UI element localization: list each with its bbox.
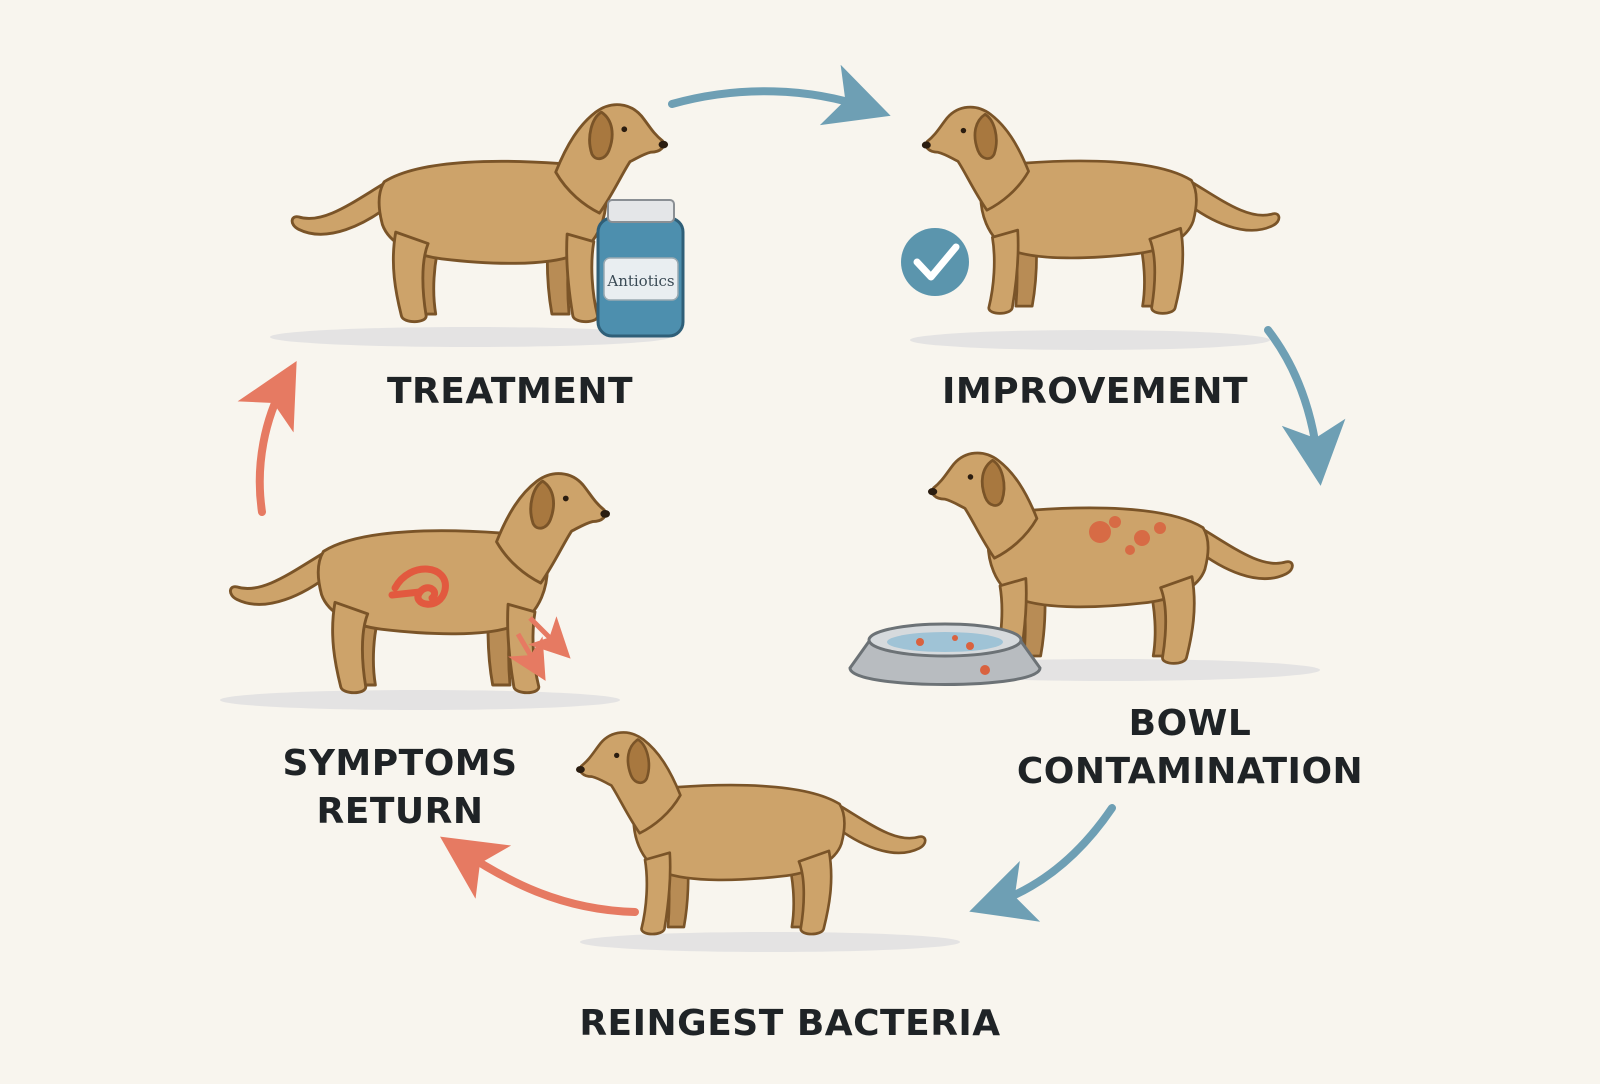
label-improvement: IMPROVEMENT xyxy=(935,368,1255,416)
dog-reingest xyxy=(574,731,927,936)
antibiotics-bottle-icon: Antiotics xyxy=(596,199,685,338)
label-reingest-bacteria: REINGEST BACTERIA xyxy=(560,1000,1020,1048)
label-improvement-text: IMPROVEMENT xyxy=(941,371,1248,412)
label-bowl-line-2: CONTAMINATION xyxy=(1016,751,1364,792)
label-bowl-line-1: BOWL xyxy=(1128,703,1252,744)
label-symptoms-line-2: RETURN xyxy=(316,791,484,832)
discomfort-arrows-icon xyxy=(508,616,571,681)
label-symptoms-line-1: SYMPTOMS xyxy=(282,743,518,784)
arrow-improvement-to-bowl xyxy=(1264,326,1346,486)
stomach-pain-icon xyxy=(388,565,449,608)
dog-improvement xyxy=(920,105,1281,315)
label-reingest-text: REINGEST BACTERIA xyxy=(579,1003,1001,1044)
label-treatment-text: TREATMENT xyxy=(386,371,634,412)
arrow-treatment-to-improvement xyxy=(668,64,891,126)
label-treatment: TREATMENT xyxy=(360,368,660,416)
arrow-reingest-to-symptoms xyxy=(440,836,639,916)
water-bowl-icon xyxy=(848,622,1042,686)
arrow-symptoms-to-treatment xyxy=(237,361,297,516)
label-bowl-contamination: BOWL CONTAMINATION xyxy=(990,700,1390,796)
bottle-label: Antiotics xyxy=(606,272,674,290)
label-symptoms-return: SYMPTOMS RETURN xyxy=(260,740,540,836)
dog-symptoms xyxy=(228,472,612,695)
arrow-bowl-to-reingest xyxy=(969,804,1116,922)
bacteria-spots xyxy=(1089,516,1166,555)
checkmark-icon xyxy=(901,228,969,296)
